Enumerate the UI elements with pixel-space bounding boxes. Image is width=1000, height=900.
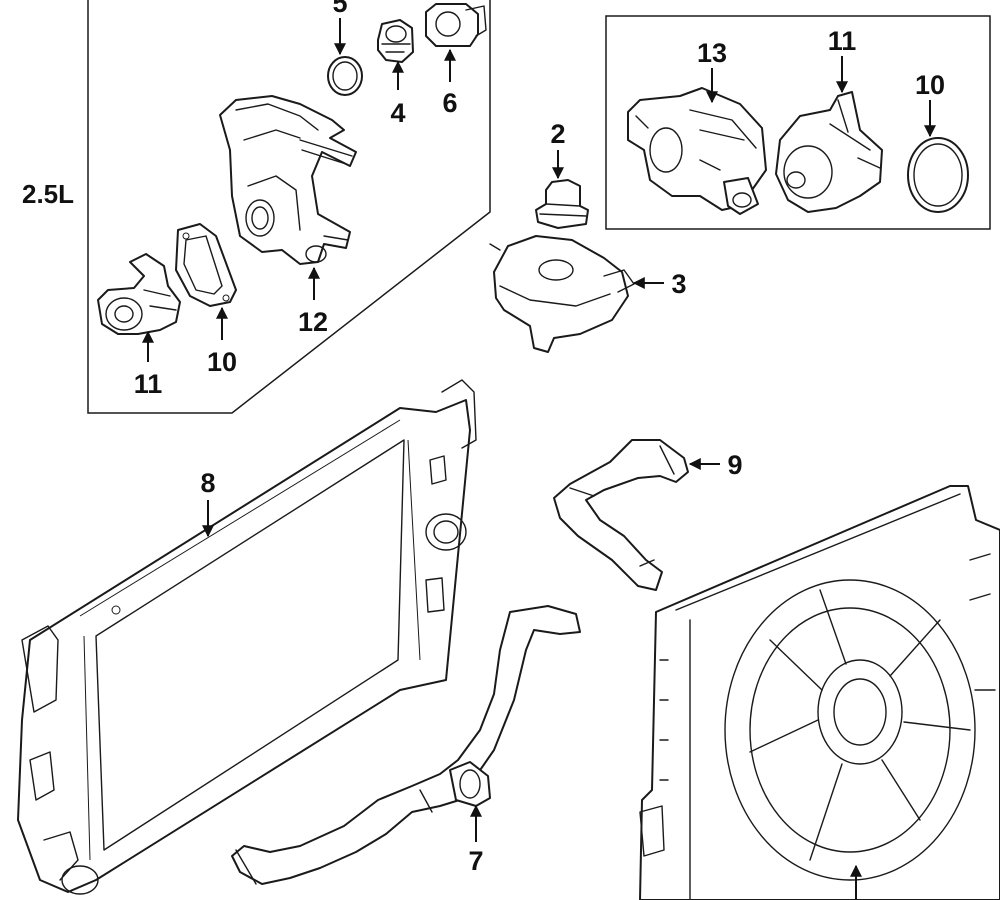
callout-7: 7 [468,846,483,876]
water-pump-part-11 [97,253,181,335]
water-pump-gasket-part-10 [175,223,237,307]
lower-hose-part-7 [231,605,581,885]
pump-assembly-part-13 [627,87,767,215]
alt-engine-inset-frame [605,15,991,230]
upper-hose-part-9 [553,439,689,591]
pump-gasket-part-10-alt [907,137,969,213]
water-pump-part-11-alt [775,91,883,213]
callout-labels: 5 4 6 2 3 12 10 11 8 9 7 13 11 10 [134,0,945,876]
callout-4: 4 [390,98,405,128]
engine-size-label: 2.5L [22,179,74,209]
thermostat-housing-part-6 [425,3,487,47]
callout-3: 3 [671,269,686,299]
callout-5: 5 [332,0,347,18]
cooling-fan-shroud [639,485,1000,900]
callout-10: 10 [207,347,237,377]
radiator-part-8 [17,379,477,895]
callout-9: 9 [727,450,742,480]
gasket-ring-part-5 [327,56,363,96]
callout-11: 11 [134,369,163,399]
callout-10-alt: 10 [915,70,945,100]
callout-8: 8 [200,468,215,498]
reservoir-cap-part-2 [535,179,589,229]
thermostat-part-4 [377,19,414,63]
leader-lines [142,18,936,900]
callout-2: 2 [550,119,565,149]
callout-12: 12 [298,307,328,337]
engine-inset-frame [87,0,491,414]
callout-6: 6 [442,88,457,118]
callout-13: 13 [697,38,727,68]
callout-11-alt: 11 [828,26,857,56]
coolant-reservoir-part-3 [489,235,635,353]
coolant-housing-part-12 [219,95,357,265]
